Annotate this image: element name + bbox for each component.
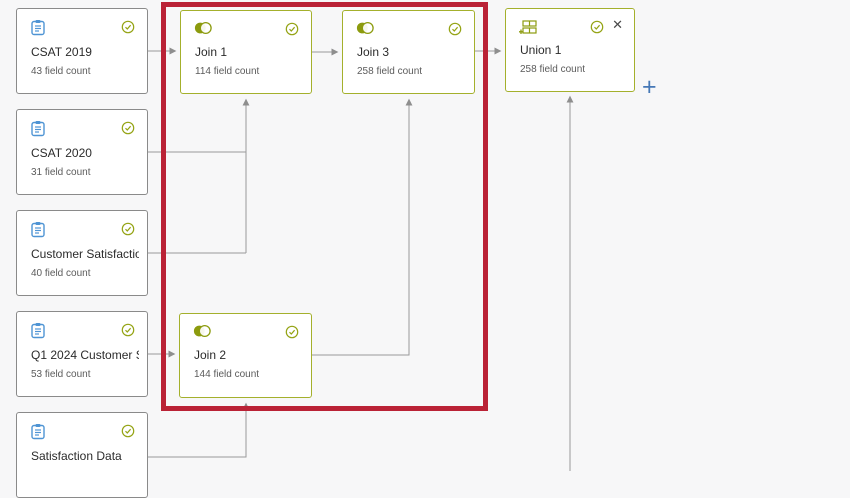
status-check-icon (121, 121, 135, 135)
node-title: Join 1 (195, 45, 228, 59)
node-field-count: 43 field count (31, 66, 91, 77)
status-check-icon (285, 325, 299, 339)
join-node-join-2[interactable]: Join 2 144 field count (179, 313, 312, 398)
node-title: Join 2 (194, 348, 227, 362)
node-title: Q1 2024 Customer Sa... (31, 348, 139, 362)
node-field-count: 258 field count (520, 64, 586, 75)
flow-canvas: CSAT 2019 43 field count CSAT 2020 31 fi… (16, 2, 657, 498)
datasource-clipboard-icon (30, 322, 46, 339)
status-check-icon (590, 20, 604, 34)
source-node-q1-2024-customer[interactable]: Q1 2024 Customer Sa... 53 field count (16, 311, 148, 397)
join-icon (356, 21, 374, 35)
edge-satisfaction-join2 (148, 402, 250, 458)
edge-join2-join3 (312, 98, 413, 356)
close-icon[interactable]: ✕ (612, 17, 623, 32)
union-icon (518, 19, 538, 36)
status-check-icon (448, 22, 462, 36)
node-field-count: 114 field count (195, 66, 260, 77)
status-check-icon (285, 22, 299, 36)
status-check-icon (121, 424, 135, 438)
add-node-plus-button[interactable]: + (642, 73, 657, 101)
source-node-csat-2020[interactable]: CSAT 2020 31 field count (16, 109, 148, 195)
node-field-count: 258 field count (357, 66, 423, 77)
status-check-icon (121, 323, 135, 337)
source-node-csat-2019[interactable]: CSAT 2019 43 field count (16, 8, 148, 94)
node-field-count: 31 field count (31, 167, 91, 178)
datasource-clipboard-icon (30, 19, 46, 36)
union-node-union-1[interactable]: ✕ Union 1 258 field count (505, 8, 635, 92)
node-title: Satisfaction Data (31, 449, 122, 463)
source-node-satisfaction-data[interactable]: Satisfaction Data (16, 412, 148, 498)
status-check-icon (121, 222, 135, 236)
node-title: CSAT 2019 (31, 45, 92, 59)
join-node-join-1[interactable]: Join 1 114 field count (180, 10, 312, 94)
node-title: Union 1 (520, 43, 562, 57)
node-field-count: 53 field count (31, 369, 91, 380)
node-title: CSAT 2020 (31, 146, 92, 160)
datasource-clipboard-icon (30, 120, 46, 137)
join-icon (193, 324, 211, 338)
node-field-count: 144 field count (194, 369, 260, 380)
status-check-icon (121, 20, 135, 34)
source-node-customer-satisfaction[interactable]: Customer Satisfaction... 40 field count (16, 210, 148, 296)
node-title: Join 3 (357, 45, 390, 59)
node-title: Customer Satisfaction... (31, 247, 139, 261)
node-field-count: 40 field count (31, 268, 91, 279)
join-node-join-3[interactable]: Join 3 258 field count (342, 10, 475, 94)
datasource-clipboard-icon (30, 221, 46, 238)
datasource-clipboard-icon (30, 423, 46, 440)
join-icon (194, 21, 212, 35)
